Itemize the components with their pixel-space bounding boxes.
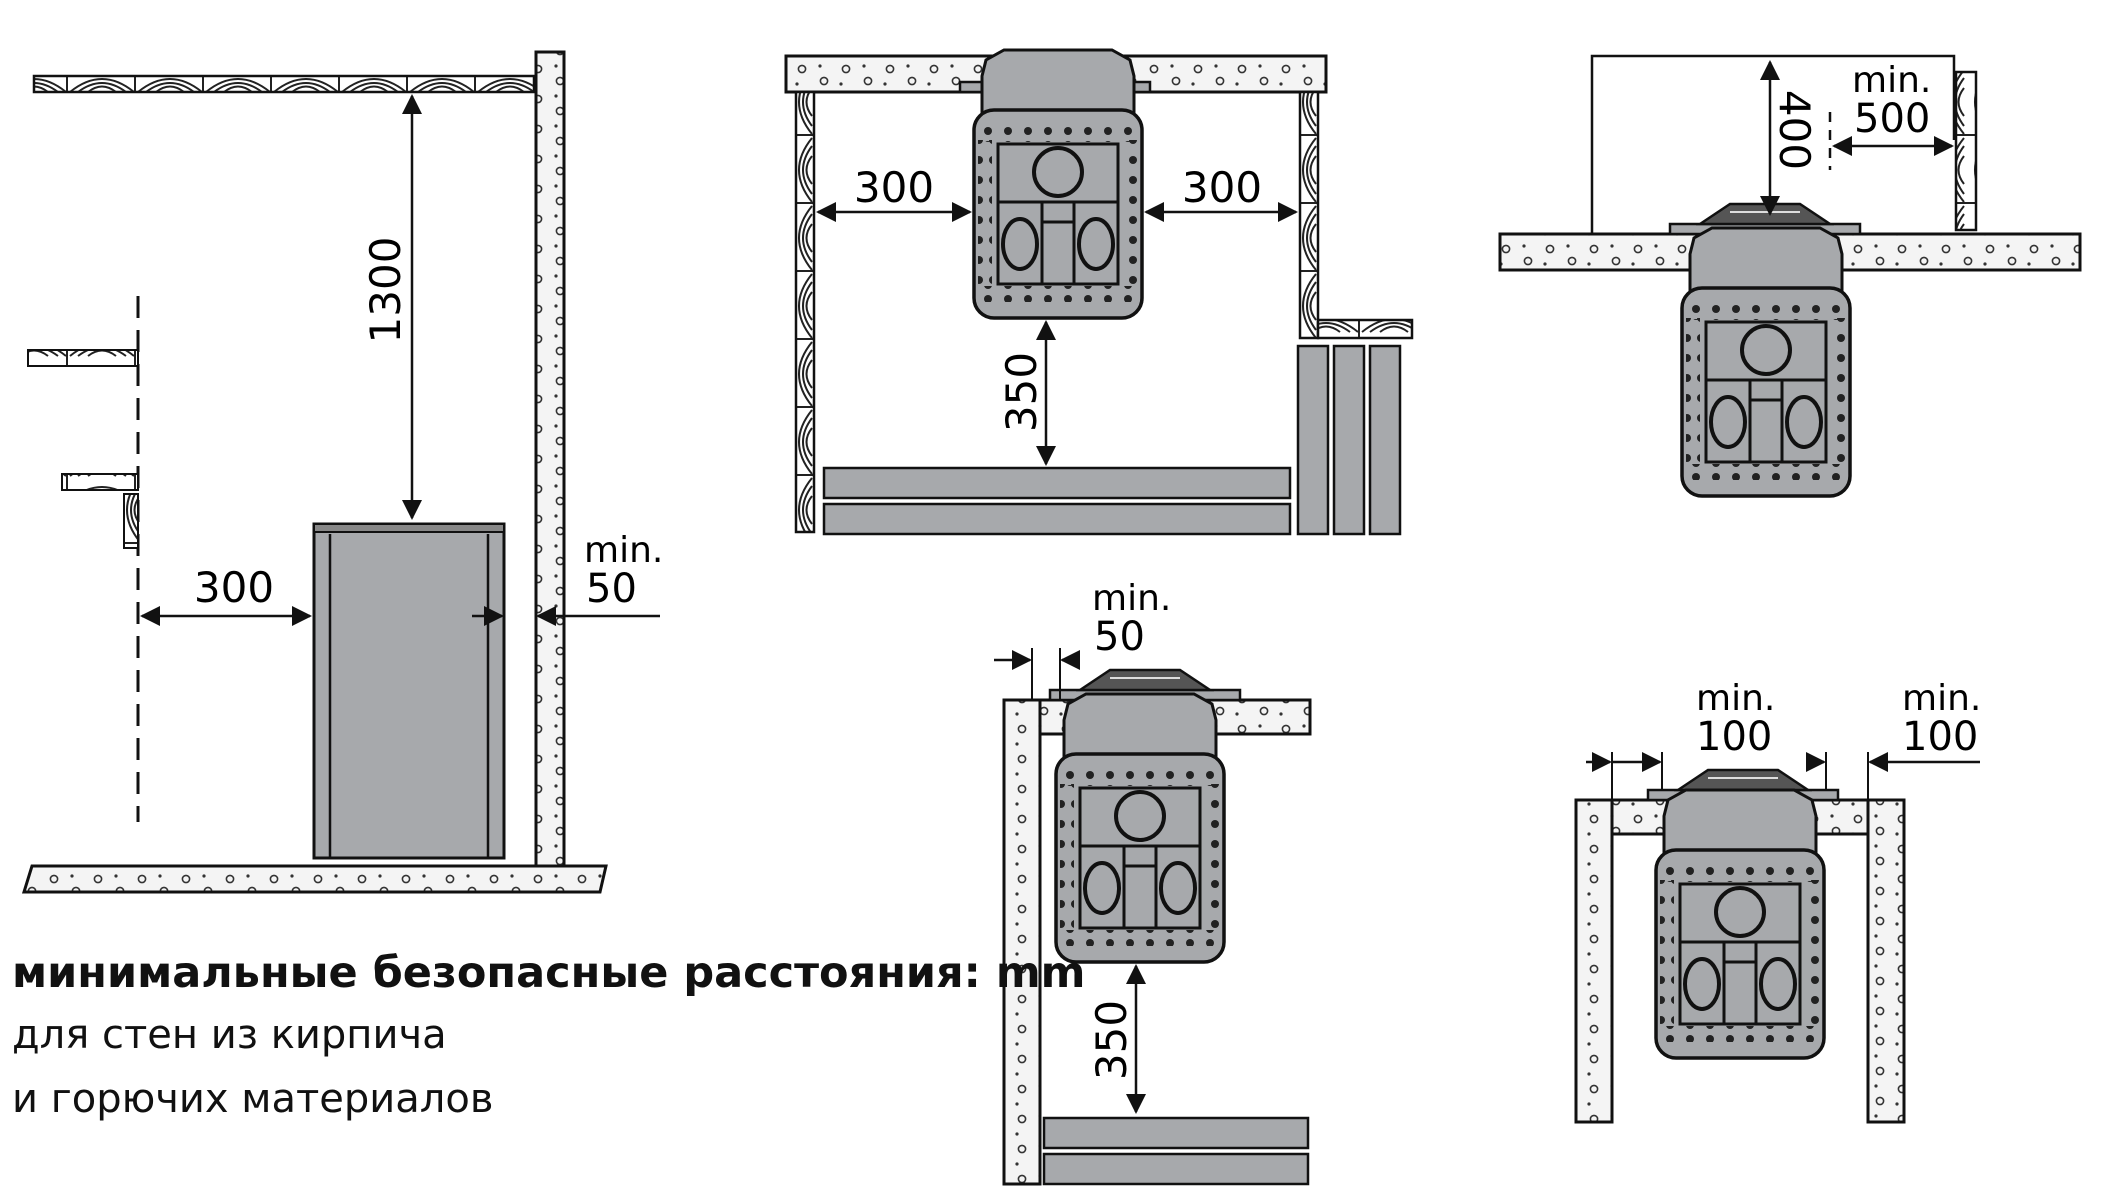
label-niche-left-min: min. <box>1696 678 1775 719</box>
heater-top-2 <box>1680 226 1852 498</box>
label-niche-right-val: 100 <box>1902 714 1978 760</box>
heater-top-3 <box>1054 692 1226 964</box>
label-side-wall-min: min. <box>584 530 663 571</box>
right-bench-board <box>1316 318 1414 340</box>
bench-slat-h1 <box>822 466 1292 500</box>
corner-bench-1 <box>1042 1116 1310 1150</box>
bench-board-1 <box>27 349 139 367</box>
top-view-recess: 300 300 350 <box>784 48 1414 536</box>
bench-slat-v3 <box>1368 344 1402 536</box>
label-niche-right-min: min. <box>1902 678 1981 719</box>
caption-line-2: и горючих материалов <box>12 1076 494 1122</box>
corner-left-wall <box>1002 698 1042 1186</box>
bench-slat-v1 <box>1296 344 1330 536</box>
label-side-wall-val: 50 <box>586 566 637 612</box>
caption-line-1: для стен из кирпича <box>12 1012 447 1058</box>
heater-top-1 <box>972 48 1144 320</box>
heater-side <box>312 522 506 860</box>
side-view: 1300 300 min. 50 <box>21 50 663 894</box>
side-wall <box>534 50 566 868</box>
left-wall <box>794 90 816 534</box>
upper-outline <box>1590 54 1956 240</box>
heater-top-4 <box>1654 788 1826 1060</box>
top-view-corner: min. 50 350 <box>994 578 1312 1186</box>
side-wood-wall <box>1954 70 1978 232</box>
label-corner-min: min. <box>1092 578 1171 619</box>
label-niche-left-val: 100 <box>1696 714 1772 760</box>
top-view-niche: min. 100 min. 100 <box>1574 678 1981 1124</box>
label-tr-height: 400 <box>1770 90 1819 170</box>
bench-post <box>123 493 139 549</box>
label-tr-side-val: 500 <box>1854 96 1930 142</box>
label-side-left: 300 <box>194 563 274 612</box>
label-top-front: 350 <box>997 352 1046 432</box>
niche-right-wall <box>1866 798 1906 1124</box>
label-corner-val: 50 <box>1094 614 1145 660</box>
heater-side-top <box>313 523 505 533</box>
bench-slat-v2 <box>1332 344 1366 536</box>
label-tr-side-min: min. <box>1852 60 1931 101</box>
label-top-left: 300 <box>854 163 934 212</box>
corner-bench-2 <box>1042 1152 1310 1186</box>
label-corner-front: 350 <box>1087 1000 1136 1080</box>
bench-slat-h2 <box>822 502 1292 536</box>
floor-slab <box>21 864 608 894</box>
ceiling-wood <box>32 74 536 94</box>
top-view-wall-mount: 400 min. 500 <box>1498 54 2082 498</box>
label-side-height: 1300 <box>361 237 410 344</box>
bench-board-2 <box>61 473 139 491</box>
right-wall <box>1298 90 1320 340</box>
caption-title: минимальные безопасные расстояния: mm <box>12 948 1086 998</box>
label-top-right: 300 <box>1182 163 1262 212</box>
niche-left-wall <box>1574 798 1614 1124</box>
